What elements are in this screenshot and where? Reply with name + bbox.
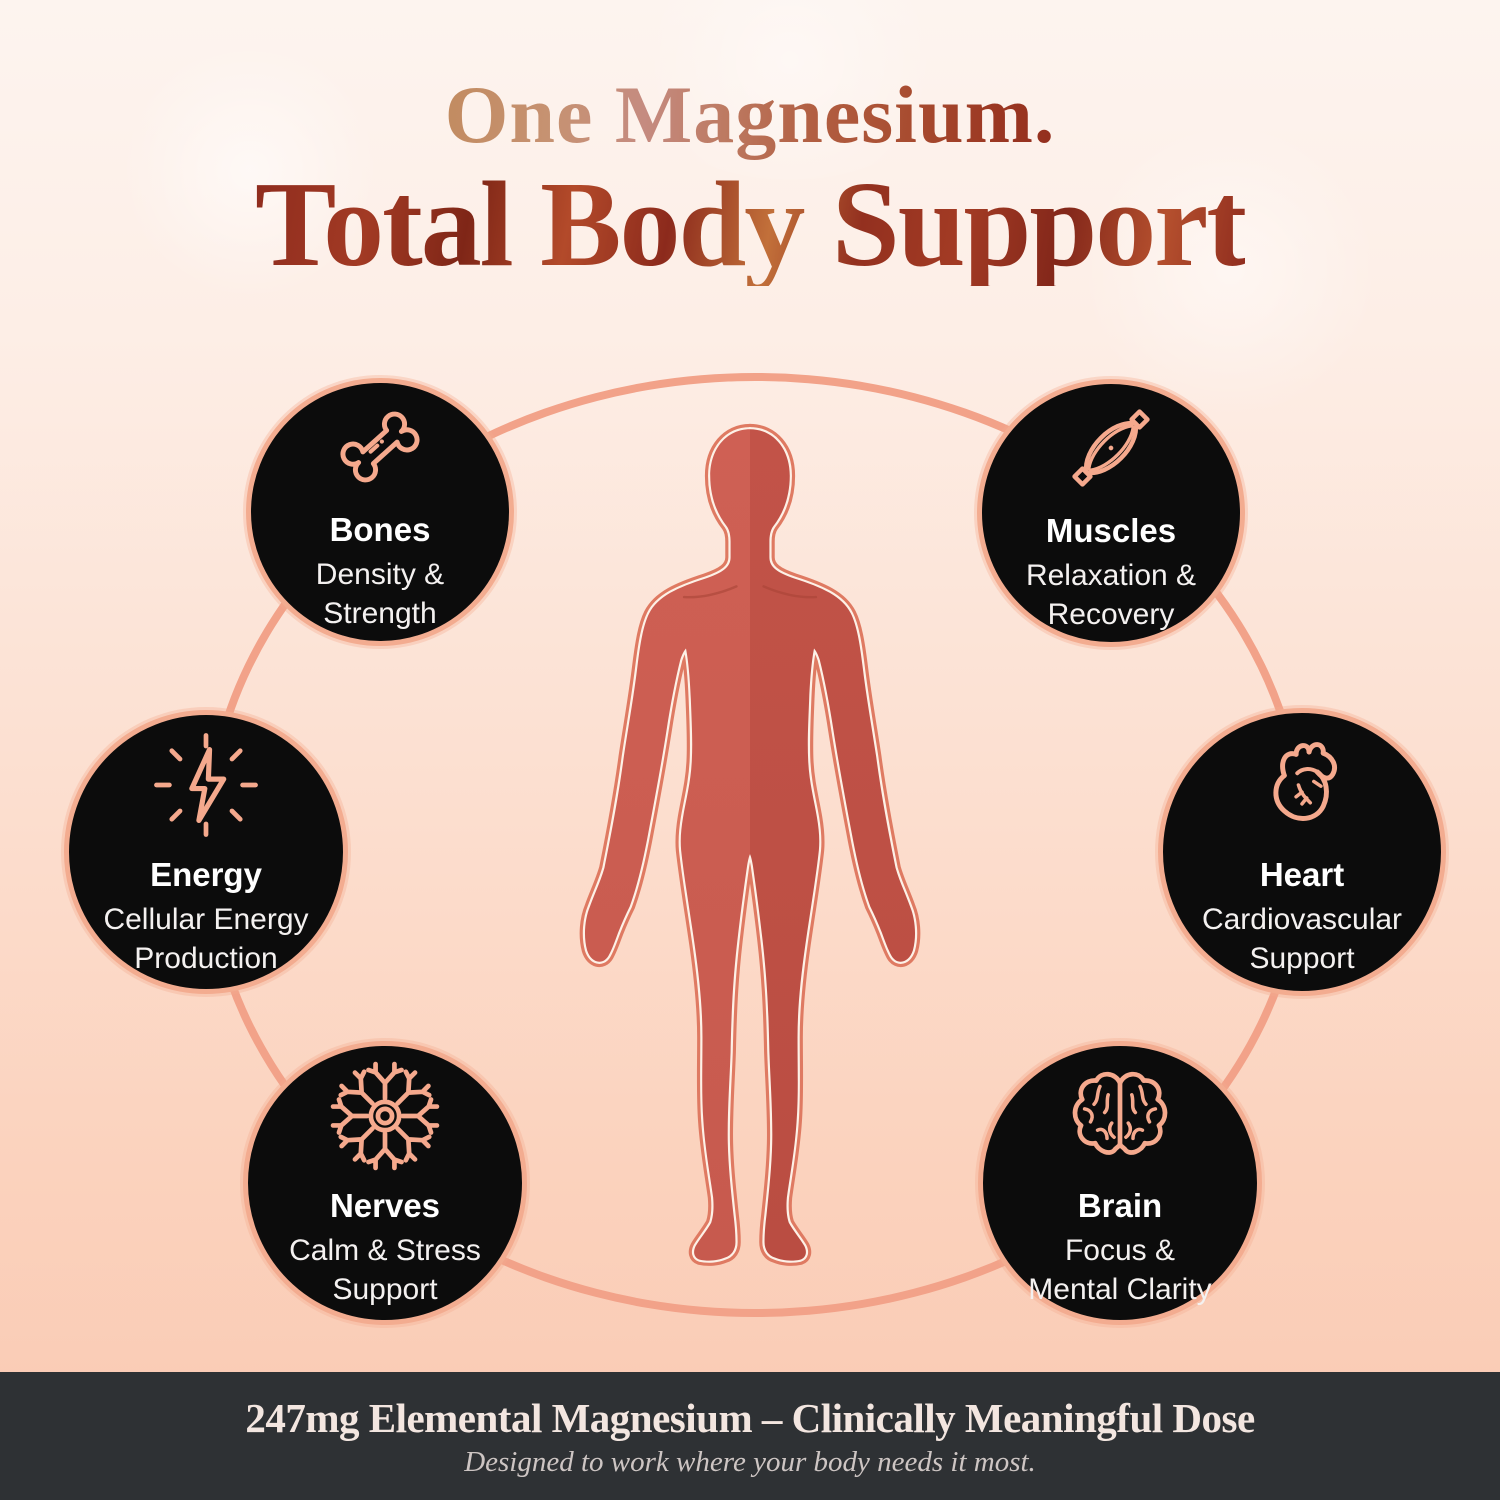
footer-subline: Designed to work where your body needs i… [464,1445,1036,1478]
human-body-silhouette [556,420,944,1296]
circle-subtitle: Cellular Energy Production [103,902,309,975]
footer-bar: 247mg Elemental Magnesium – Clinically M… [0,1372,1500,1500]
circle-subtitle: Cardiovascular Support [1201,902,1403,975]
footer-headline: 247mg Elemental Magnesium – Clinically M… [245,1394,1255,1441]
circle-title: Heart [1259,856,1345,894]
benefit-circle-brain: Brain Focus & Mental Clarity [978,1041,1262,1325]
headline-line1: One Magnesium. [444,69,1056,160]
muscle-icon [1072,409,1150,488]
circle-subtitle: Focus & Mental Clarity [1028,1233,1212,1306]
circle-subtitle: Density & Strength [315,557,445,630]
benefit-circle-heart: Heart Cardiovascular Support [1158,708,1446,996]
benefit-circle-bones: Bones Density & Strength [246,378,514,646]
brain-icon [1061,1057,1179,1175]
benefit-circle-energy: Energy Cellular Energy Production [64,710,348,994]
headline-line2: Total Body Support [254,157,1247,292]
lightning-bolt-icon [154,733,258,838]
circle-title: Brain [1077,1187,1163,1225]
benefit-circle-muscles: Muscles Relaxation & Recovery [977,379,1245,647]
neuron-icon [326,1057,444,1175]
anatomical-heart-icon [1273,742,1337,822]
bone-icon [340,411,420,483]
circle-subtitle: Calm & Stress Support [289,1233,481,1306]
circle-title: Bones [329,511,431,549]
circle-title: Muscles [1045,512,1177,550]
circle-title: Energy [150,856,262,894]
circle-title: Nerves [329,1187,441,1225]
circle-subtitle: Relaxation & Recovery [1025,558,1197,631]
benefit-circle-nerves: Nerves Calm & Stress Support [243,1041,527,1325]
title-block: One Magnesium. Total Body Support [0,68,1500,286]
